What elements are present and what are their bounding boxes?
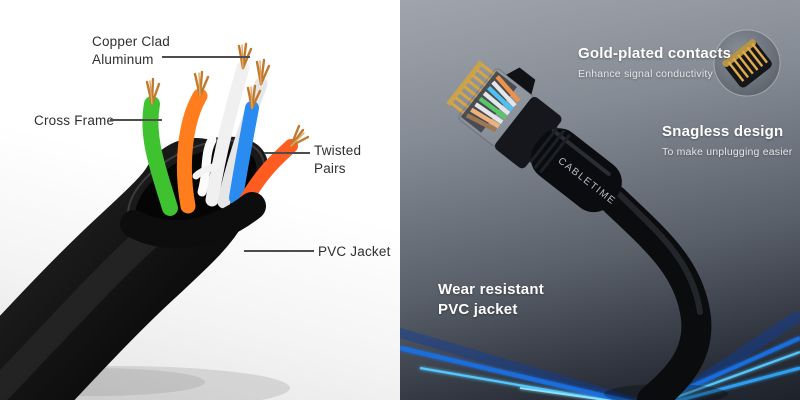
- leader-line-twisted-pairs: [264, 152, 310, 154]
- patch-cable: [599, 185, 712, 400]
- jacket-front-lip: [120, 192, 266, 248]
- feature-snagless-subtitle: To make unplugging easier: [662, 146, 793, 158]
- label-pvc-jacket: PVC Jacket: [318, 244, 391, 259]
- rj45-connector: CABLETIME: [446, 60, 622, 213]
- leader-line-cross-frame: [110, 119, 162, 121]
- connector-latch: [506, 67, 536, 95]
- feature-wear-resistant-title: Wear resistant PVC jacket: [438, 281, 544, 318]
- copper-strand-tips: [145, 42, 310, 148]
- feature-gold-plated-title: Gold-plated contacts: [578, 45, 732, 62]
- leader-line-pvc-jacket: [244, 250, 314, 252]
- leader-line-copper: [162, 56, 250, 58]
- connector-illustration: CABLETIME: [400, 29, 800, 400]
- cable-cutaway-panel: Copper Clad Aluminum Cross Frame Twisted…: [0, 0, 400, 400]
- feature-snagless-title: Snagless design: [662, 123, 784, 140]
- twisted-pair-wires: [142, 61, 298, 216]
- feature-gold-plated-subtitle: Enhance signal conductivity: [578, 68, 713, 80]
- snagless-boot: CABLETIME: [529, 126, 622, 213]
- label-copper-clad-aluminum: Copper Clad Aluminum: [92, 34, 170, 67]
- connector-features-panel: CABLETIME: [400, 0, 800, 400]
- label-cross-frame: Cross Frame: [34, 113, 115, 128]
- contacts-inset-detail: [713, 29, 781, 97]
- speed-light-streaks: [400, 310, 800, 400]
- label-twisted-pairs: Twisted Pairs: [314, 143, 362, 176]
- inner-conductors: [465, 75, 521, 133]
- cross-frame-separator: [192, 135, 224, 197]
- connector-body: [494, 96, 562, 169]
- cable-cutaway-illustration: [0, 42, 310, 400]
